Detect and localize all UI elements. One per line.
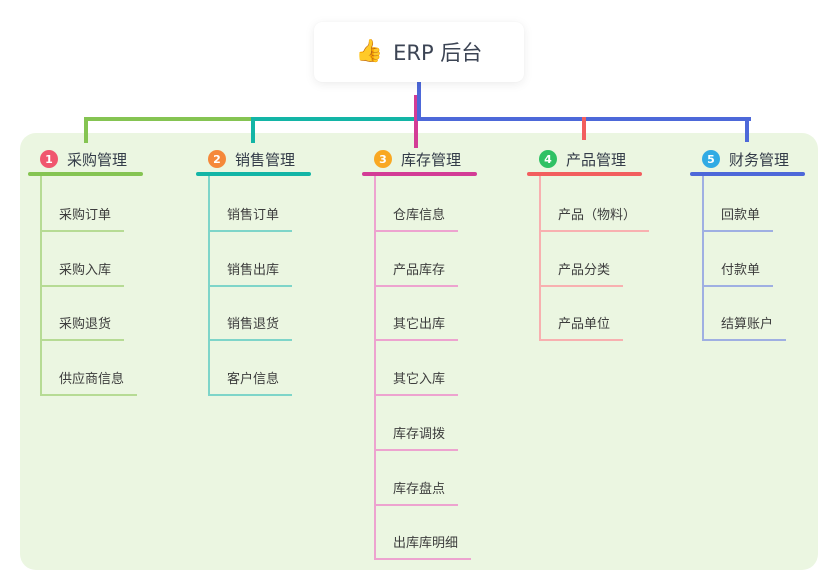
branch-4-number-badge: 4 (539, 150, 557, 168)
branch-1-item-label: 采购入库 (40, 259, 125, 287)
root-node[interactable]: 👍 ERP 后台 (314, 22, 524, 82)
branch4-stub-line (582, 117, 586, 140)
branch-4-title: 产品管理 (566, 150, 627, 169)
branch-2-item-label: 销售退货 (208, 313, 293, 341)
branch-1-item-label: 采购订单 (40, 204, 125, 232)
branch-5-header[interactable]: 5 财务管理 (702, 148, 789, 170)
branch-2-item-4[interactable]: 客户信息 (208, 362, 293, 396)
branch-3-item-label: 其它出库 (374, 313, 459, 341)
branch-2-item-1[interactable]: 销售订单 (208, 198, 293, 232)
branch-2-title: 销售管理 (235, 150, 296, 169)
branch-4-item-1[interactable]: 产品（物料） (539, 198, 650, 232)
branch-1-number-badge: 1 (40, 150, 58, 168)
branch-4-underline (527, 172, 642, 176)
branch-3-item-3[interactable]: 其它出库 (374, 307, 459, 341)
branch3-stub-line (414, 95, 418, 148)
branch-3-header[interactable]: 3 库存管理 (374, 148, 461, 170)
branch-3-item-label: 其它入库 (374, 368, 459, 396)
branch-5-underline (690, 172, 805, 176)
branch-4-item-label: 产品（物料） (539, 204, 650, 232)
branch-5-spine-line (702, 176, 704, 341)
branch-1-item-label: 供应商信息 (40, 368, 138, 396)
branch-3-item-6[interactable]: 库存盘点 (374, 472, 459, 506)
branch-3-item-label: 库存调拨 (374, 423, 459, 451)
branch5-stub-line (745, 117, 749, 142)
branch-5-title: 财务管理 (729, 150, 790, 169)
branch-4-item-label: 产品分类 (539, 259, 624, 287)
branch-1-title: 采购管理 (67, 150, 128, 169)
branch-2-item-2[interactable]: 销售出库 (208, 253, 293, 287)
branch-1-item-1[interactable]: 采购订单 (40, 198, 125, 232)
branch-3-title: 库存管理 (401, 150, 462, 169)
branch-1-header[interactable]: 1 采购管理 (40, 148, 127, 170)
branch-5-number-badge: 5 (702, 150, 720, 168)
branch-3-item-label: 出库库明细 (374, 532, 472, 560)
bus-line-teal (255, 117, 414, 121)
branch1-stub-line (84, 117, 88, 143)
branch-4-item-3[interactable]: 产品单位 (539, 307, 624, 341)
branch-3-underline (362, 172, 477, 176)
root-node-label: ERP 后台 (393, 41, 483, 65)
branch-1-underline (28, 172, 143, 176)
branch-3-item-5[interactable]: 库存调拨 (374, 417, 459, 451)
branch-2-item-3[interactable]: 销售退货 (208, 307, 293, 341)
branch-2-item-label: 客户信息 (208, 368, 293, 396)
branch-1-item-3[interactable]: 采购退货 (40, 307, 125, 341)
branch-4-spine-line (539, 176, 541, 341)
branch-5-item-2[interactable]: 付款单 (702, 253, 774, 287)
branch-5-item-1[interactable]: 回款单 (702, 198, 774, 232)
branch-2-item-label: 销售出库 (208, 259, 293, 287)
branch-3-number-badge: 3 (374, 150, 392, 168)
branch-2-number-badge: 2 (208, 150, 226, 168)
branch-2-item-label: 销售订单 (208, 204, 293, 232)
thumbs-up-icon: 👍 (355, 39, 384, 64)
bus-line-green (86, 117, 255, 121)
branch-4-item-2[interactable]: 产品分类 (539, 253, 624, 287)
branch-5-item-3[interactable]: 结算账户 (702, 307, 787, 341)
branch-3-item-2[interactable]: 产品库存 (374, 253, 459, 287)
branch-4-header[interactable]: 4 产品管理 (539, 148, 626, 170)
root-connector-line (417, 82, 421, 121)
branch-1-item-4[interactable]: 供应商信息 (40, 362, 138, 396)
branch-5-item-label: 回款单 (702, 204, 774, 232)
branch-1-item-2[interactable]: 采购入库 (40, 253, 125, 287)
branch-5-item-label: 结算账户 (702, 313, 787, 341)
branch-3-item-4[interactable]: 其它入库 (374, 362, 459, 396)
branch-3-item-label: 产品库存 (374, 259, 459, 287)
branches-panel (20, 133, 818, 570)
branch-3-item-label: 库存盘点 (374, 478, 459, 506)
branch-5-item-label: 付款单 (702, 259, 774, 287)
branch2-stub-line (251, 117, 255, 143)
branch-3-item-7[interactable]: 出库库明细 (374, 526, 472, 560)
branch-1-item-label: 采购退货 (40, 313, 125, 341)
branch-4-item-label: 产品单位 (539, 313, 624, 341)
branch-2-underline (196, 172, 311, 176)
branch-3-item-label: 仓库信息 (374, 204, 459, 232)
branch-2-header[interactable]: 2 销售管理 (208, 148, 295, 170)
branch-3-spine-line (374, 176, 376, 560)
branch-3-item-1[interactable]: 仓库信息 (374, 198, 459, 232)
